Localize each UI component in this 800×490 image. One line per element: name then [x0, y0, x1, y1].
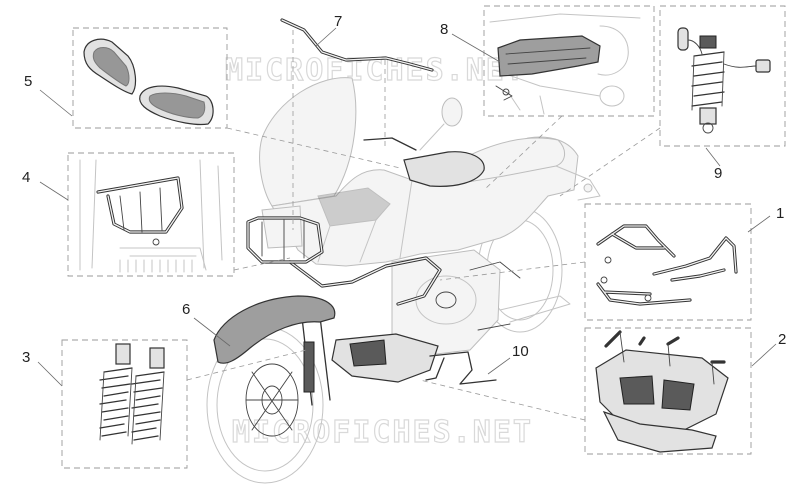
sump-guard-part: [595, 330, 729, 453]
box-fork-springs: [61, 339, 188, 469]
leader-10: [487, 357, 511, 375]
leader-9: [705, 147, 721, 167]
box-hand-guards: [72, 27, 228, 129]
box-exhaust-shield: [483, 5, 655, 117]
watermark-bottom: MICROFICHES.NET: [232, 415, 533, 450]
callout-5: 5: [24, 73, 32, 90]
box-sump-guard: [584, 327, 752, 455]
callout-4: 4: [22, 169, 30, 186]
callout-10: 10: [512, 343, 529, 360]
engine-guards-part: [596, 224, 738, 306]
callout-9: 9: [714, 165, 722, 182]
hand-guards-part: [83, 38, 214, 126]
callout-3: 3: [22, 349, 30, 366]
rear-shock-part: [677, 27, 771, 134]
front-mudguard-part: [213, 295, 336, 364]
callout-1: 1: [776, 205, 784, 222]
leader-6: [193, 317, 231, 347]
leader-1: [747, 215, 771, 233]
exhaust-shield-part: [489, 13, 641, 115]
handlebar-part: [280, 18, 434, 72]
callout-6: 6: [182, 301, 190, 318]
leader-4: [39, 181, 69, 201]
fitted-centre-stand: [425, 351, 497, 385]
callout-7: 7: [334, 13, 342, 30]
box-headlight-guard: [67, 152, 235, 277]
callout-8: 8: [440, 21, 448, 38]
fitted-hand-guard: [403, 151, 485, 187]
headlight-guard-part: [79, 159, 223, 273]
callout-2: 2: [778, 331, 786, 348]
leader-2: [751, 343, 777, 367]
fitted-engine-guard: [288, 256, 442, 306]
leader-3: [37, 361, 63, 387]
leader-7: [315, 27, 337, 47]
fitted-headlight-guard: [246, 216, 324, 264]
box-rear-shock: [659, 5, 786, 147]
motorcycle-outline: [206, 77, 601, 484]
leader-5: [39, 89, 73, 117]
fork-springs-part: [99, 343, 165, 445]
leader-8: [451, 33, 501, 63]
